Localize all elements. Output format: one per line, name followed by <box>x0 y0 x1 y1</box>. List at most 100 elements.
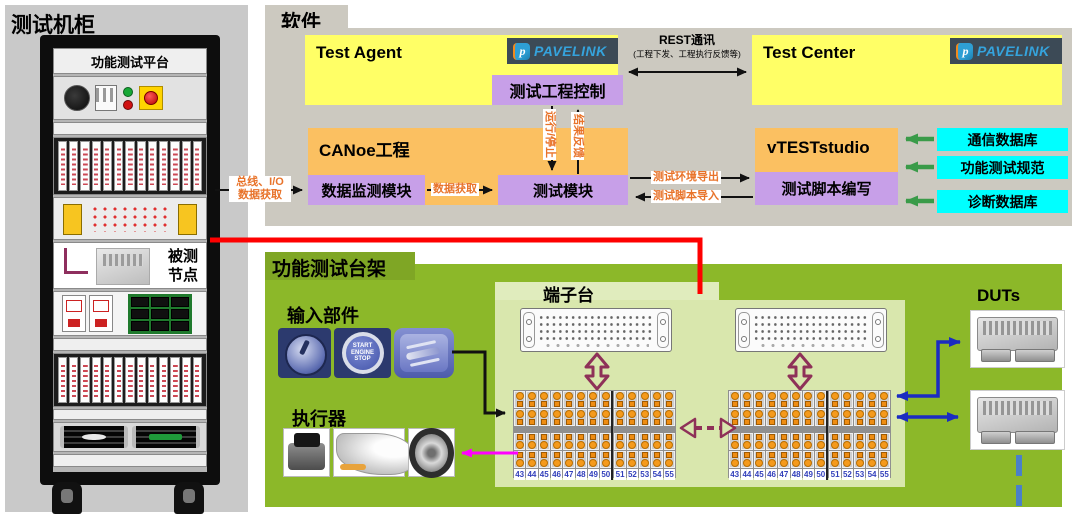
horn-speaker-icon <box>408 428 455 477</box>
terminal-column: 55 <box>878 391 890 480</box>
terminal-number: 50 <box>600 469 612 480</box>
io-card <box>58 141 68 191</box>
bench-panel-tab: 功能测试台架 <box>265 252 415 280</box>
pavelink-logo: p PAVELINK <box>507 38 618 64</box>
run-stop-label: 运行/停止 <box>543 109 556 161</box>
meter-icon <box>89 295 113 332</box>
input-components: START ENGINE STOP <box>278 328 454 378</box>
io-card <box>136 141 146 191</box>
pavelink-wordmark: PAVELINK <box>977 43 1050 59</box>
test-agent-box: Test Agent p PAVELINK <box>305 35 618 105</box>
terminal-column: 54 <box>651 391 663 480</box>
terminal-number: 45 <box>753 469 765 480</box>
terminal-number: 46 <box>550 469 563 480</box>
start-stop-buttons-icon <box>122 83 134 113</box>
motor-actuator-icon <box>283 428 330 477</box>
power-control-unit <box>53 76 207 120</box>
terminal-number: 51 <box>614 469 626 480</box>
meter-icon <box>62 295 86 332</box>
terminal-number: 51 <box>829 469 841 480</box>
ecu-photo <box>96 248 150 285</box>
test-center-box: Test Center p PAVELINK <box>752 35 1062 105</box>
io-card <box>181 141 191 191</box>
terminal-number: 49 <box>802 469 815 480</box>
terminal-number: 49 <box>587 469 600 480</box>
relay-board-icon <box>128 293 192 334</box>
dut-ecu-2 <box>970 390 1065 450</box>
light-switch-icon <box>278 328 331 378</box>
terminal-column: 48 <box>575 391 587 480</box>
terminal-number: 55 <box>663 469 675 480</box>
terminal-area-tab <box>495 282 719 302</box>
terminal-column: 52 <box>626 391 639 480</box>
cabinet-title: 测试机柜 <box>11 14 95 37</box>
io-card <box>91 141 101 191</box>
io-card <box>102 141 113 191</box>
pavelink-wordmark: PAVELINK <box>534 43 607 59</box>
platform-label: 功能测试平台 <box>90 54 169 70</box>
terminal-column: 46 <box>765 391 778 480</box>
database-box-function-spec: 功能测试规范 <box>937 156 1068 179</box>
data-monitor-module-box: 数据监测模块 <box>308 175 425 205</box>
pavelink-badge-icon: p <box>513 42 530 60</box>
wire-icon <box>64 248 88 274</box>
connector-strip <box>520 308 672 352</box>
terminal-column: 55 <box>663 391 675 480</box>
io-card <box>91 357 101 403</box>
actuators-label: 执行器 <box>292 409 346 429</box>
terminal-column: 52 <box>841 391 854 480</box>
io-card <box>181 357 191 403</box>
terminal-column: 47 <box>563 391 575 480</box>
terminal-number: 52 <box>626 469 639 480</box>
power-module-icon <box>132 426 200 448</box>
io-card <box>159 141 169 191</box>
blank-plate <box>53 338 207 351</box>
pavelink-badge-icon: p <box>956 42 973 60</box>
terminal-number: 43 <box>514 469 526 480</box>
io-card-row <box>53 137 207 195</box>
dut-node-unit: 被测 节点 <box>53 242 207 289</box>
cabinet-foot-icon <box>174 482 204 514</box>
terminal-column: 44 <box>526 391 538 480</box>
connector-strip <box>735 308 887 352</box>
test-env-export-label: 测试环境导出 <box>651 171 721 184</box>
actuators <box>283 428 455 477</box>
test-agent-label: Test Agent <box>316 43 402 62</box>
test-project-control-box: 测试工程控制 <box>492 75 623 105</box>
terminal-number: 53 <box>639 469 651 480</box>
terminal-number: 48 <box>575 469 587 480</box>
io-card <box>69 357 79 403</box>
dut-ecu-1 <box>970 310 1065 368</box>
terminal-number: 50 <box>815 469 827 480</box>
cabinet-rack: 功能测试平台 <box>53 48 207 472</box>
vteststudio-label: vTESTstudio <box>767 138 870 157</box>
terminal-column: 44 <box>741 391 753 480</box>
terminal-number: 54 <box>651 469 663 480</box>
io-card <box>69 141 79 191</box>
duts-label: DUTs <box>977 286 1021 305</box>
terminal-number: 53 <box>854 469 866 480</box>
terminal-column: 53 <box>639 391 651 480</box>
canoe-label: CANoe工程 <box>319 141 410 160</box>
cabinet-panel: 测试机柜 功能测试平台 <box>5 5 248 514</box>
yellow-connector <box>178 204 197 235</box>
terminal-column: 50 <box>600 391 614 480</box>
terminal-area-title: 端子台 <box>543 286 594 305</box>
yellow-connector <box>63 204 82 235</box>
terminal-column: 54 <box>866 391 878 480</box>
terminal-column: 43 <box>729 391 741 480</box>
connector-pins <box>753 314 869 341</box>
blank-plate <box>53 409 207 420</box>
circuit-breaker-icon <box>95 85 117 111</box>
test-script-import-label: 测试脚本导入 <box>651 190 721 203</box>
io-card <box>147 357 158 403</box>
terminal-number: 48 <box>790 469 802 480</box>
patch-panel <box>53 197 207 240</box>
terminal-number: 44 <box>526 469 538 480</box>
io-card <box>80 141 90 191</box>
database-box-diagnostic: 诊断数据库 <box>937 190 1068 213</box>
io-card <box>136 357 146 403</box>
database-box-communication: 通信数据库 <box>937 128 1068 151</box>
